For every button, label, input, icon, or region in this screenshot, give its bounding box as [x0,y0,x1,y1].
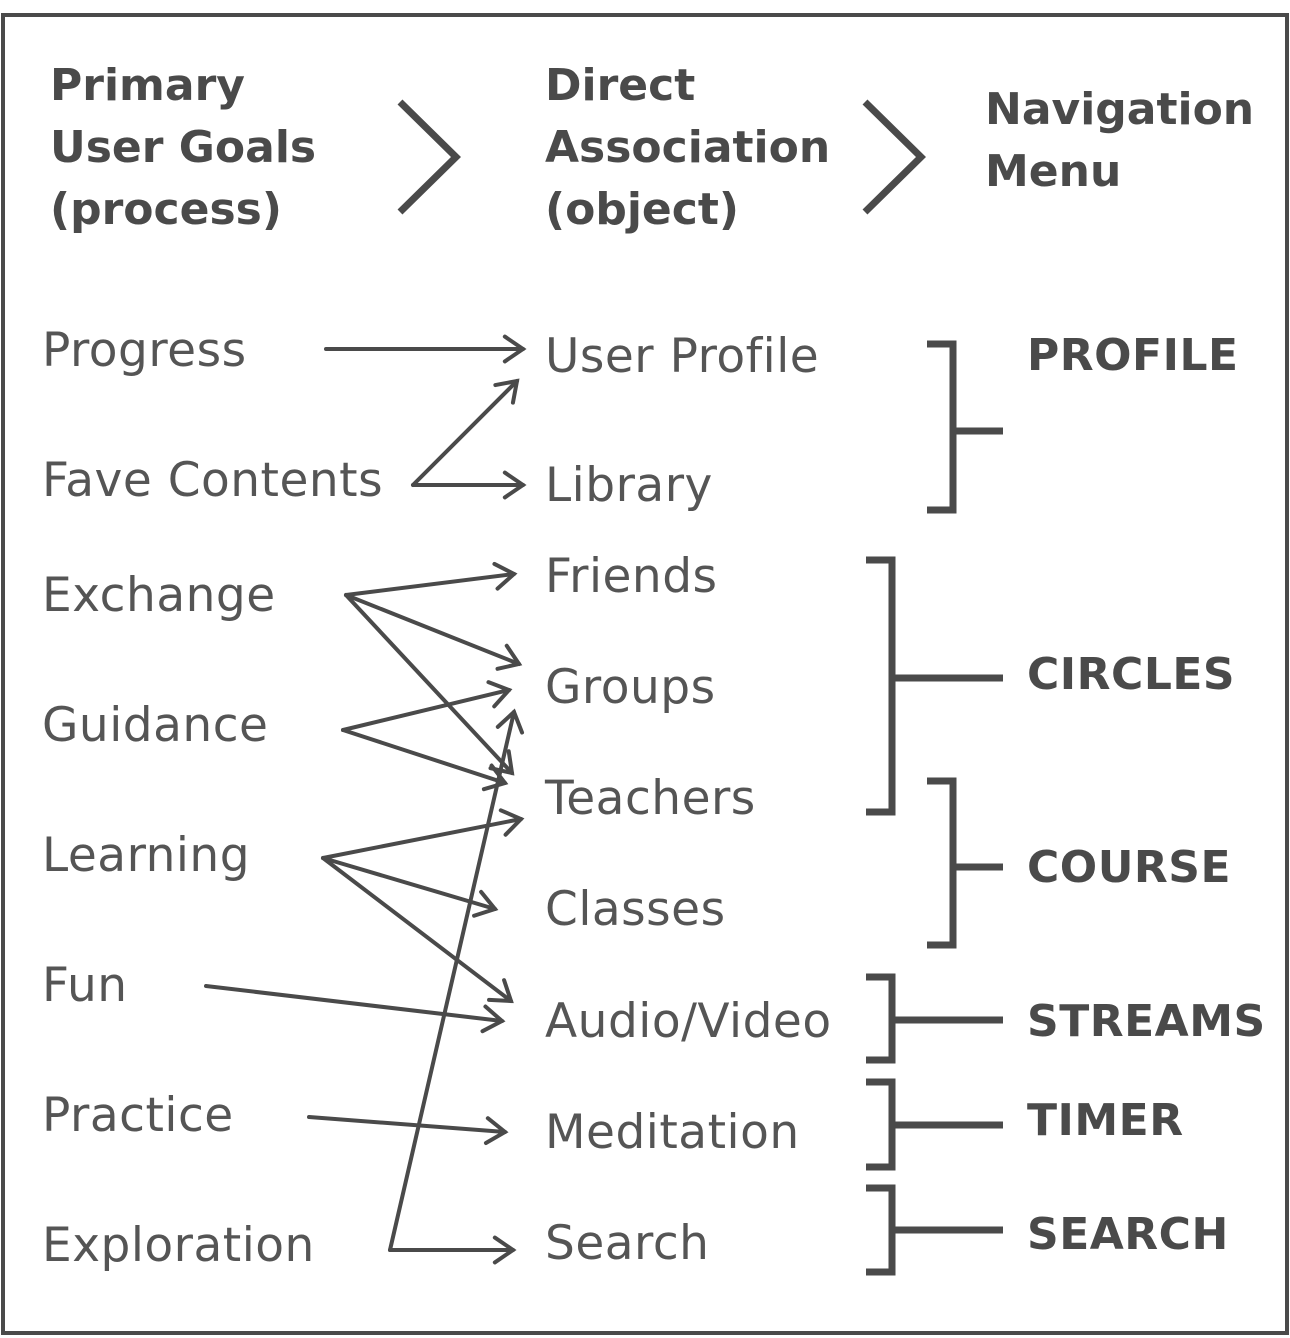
arrow-exchange-to-friends-head [492,561,518,591]
arrow-progress-to-user-profile-head [502,334,527,364]
arrow-learning-to-audio-video-head [487,978,514,1004]
bracket-circles [866,556,1003,816]
arrow-progress-to-user-profile [324,334,527,364]
association-label: Friends [545,549,718,604]
arrow-guidance-to-teachers-head [481,763,509,792]
arrow-learning-to-classes [321,856,499,918]
arrow-learning-to-audio-video-shaft [321,856,513,1003]
goal-label: Exploration [42,1218,315,1273]
association-label: Groups [545,660,716,715]
menu-item-streams: STREAMS [1027,996,1266,1047]
menu-item-search: SEARCH [1027,1209,1229,1260]
association-label: Meditation [545,1105,800,1160]
arrow-fave-contents-to-user-profile-head [493,378,520,405]
arrow-exploration-to-search [388,1235,517,1265]
arrow-exploration-to-groups [388,708,525,1252]
association-label: Audio/Video [545,994,832,1049]
arrow-guidance-to-groups [341,680,513,732]
arrow-exchange-to-teachers [344,593,515,776]
goal-label: Practice [42,1088,234,1143]
menu-brackets [866,340,1003,1276]
arrow-fun-to-audio-video [204,984,506,1034]
header-user-goals: Primary User Goals (process) [50,60,317,235]
arrow-learning-to-teachers-shaft [321,817,523,860]
arrow-fave-contents-to-library [411,470,527,500]
arrow-exchange-to-groups [344,593,523,671]
arrow-guidance-to-groups-shaft [341,688,511,732]
association-arrows [204,334,527,1265]
arrow-guidance-to-teachers-shaft [341,728,507,785]
goal-label: Learning [42,828,251,883]
arrow-exchange-to-friends [344,561,518,597]
arrow-exploration-to-groups-shaft [388,710,516,1252]
menu-item-circles: CIRCLES [1027,649,1236,700]
arrow-fave-contents-to-user-profile [411,378,520,487]
bracket-course [927,777,1003,949]
menu-item-profile: PROFILE [1027,330,1239,381]
goal-label: Fun [42,958,128,1013]
association-label: Teachers [545,771,756,826]
goal-label: Progress [42,323,247,378]
association-label: Search [545,1216,710,1271]
goal-label: Exchange [42,568,276,623]
goal-label: Guidance [42,698,269,753]
arrow-learning-to-classes-shaft [321,856,497,911]
association-label: Classes [545,882,726,937]
arrow-exchange-to-groups-shaft [344,593,521,666]
arrow-exchange-to-teachers-shaft [344,593,514,775]
arrow-exchange-to-groups-head [495,643,523,671]
arrow-practice-to-meditation [307,1115,509,1146]
arrow-fun-to-audio-video-shaft [204,984,504,1023]
arrow-fun-to-audio-video-head [480,1004,506,1034]
bracket-timer [866,1078,1003,1171]
arrow-exchange-to-teachers-head [488,749,515,776]
bracket-streams [866,973,1003,1064]
arrow-learning-to-audio-video [321,856,514,1004]
header-chevron-2 [862,99,926,215]
arrow-exploration-to-groups-head [495,708,525,735]
arrow-guidance-to-groups-head [486,680,513,709]
menu-item-timer: TIMER [1027,1095,1184,1146]
header-direct-association: Direct Association (object) [545,60,831,235]
association-label: Library [545,458,713,513]
goal-label: Fave Contents [42,453,384,508]
bracket-search [866,1184,1003,1276]
arrow-fave-contents-to-library-head [502,470,527,500]
arrow-practice-to-meditation-shaft [307,1115,507,1134]
arrow-practice-to-meditation-head [483,1116,509,1146]
arrow-learning-to-classes-head [472,889,499,918]
header-chevron-1 [397,99,461,215]
arrow-exploration-to-search-head [492,1235,517,1265]
arrow-learning-to-teachers-head [498,808,525,837]
header-navigation-menu: Navigation Menu [985,84,1255,197]
association-label: User Profile [545,329,820,384]
bracket-profile [927,340,1003,514]
menu-item-course: COURSE [1027,842,1232,893]
arrow-guidance-to-teachers [341,728,509,792]
arrow-exchange-to-friends-shaft [344,572,516,597]
outer-border [1,13,1289,1335]
arrow-fave-contents-to-user-profile-shaft [411,379,519,487]
